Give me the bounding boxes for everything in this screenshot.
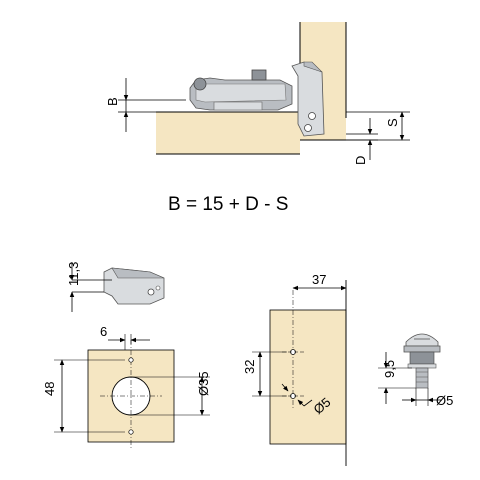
door-panel — [156, 112, 300, 154]
label-5-right: Ø5 — [436, 393, 453, 408]
hinge-section-view: B S D — [105, 22, 410, 165]
label-48: 48 — [42, 382, 57, 396]
dimension-b: B — [105, 78, 186, 132]
formula-text: B = 15 + D - S — [168, 194, 288, 215]
dimension-s: S — [346, 111, 410, 141]
label-9-5: 9,5 — [382, 360, 397, 378]
label-37: 37 — [312, 272, 326, 287]
dimension-d: D — [346, 118, 378, 165]
cup-drilling-view: 6 48 Ø35 — [42, 324, 211, 448]
label-d: D — [353, 156, 368, 165]
side-panel-drilling-view: 37 32 Ø5 — [242, 272, 347, 466]
hinge-mounting-plate — [291, 61, 325, 137]
hinge-arm — [189, 69, 293, 111]
label-32: 32 — [242, 360, 257, 374]
label-s: S — [385, 118, 400, 127]
hinge-height-detail: 11,3 — [66, 262, 165, 312]
label-6: 6 — [100, 324, 107, 339]
label-35: Ø35 — [196, 371, 211, 396]
side-panel-front — [269, 309, 347, 445]
euro-screw — [403, 333, 441, 389]
euro-screw-detail: 9,5 Ø5 — [378, 333, 453, 408]
label-hinge-height: 11,3 — [66, 262, 81, 286]
label-b: B — [105, 97, 120, 106]
